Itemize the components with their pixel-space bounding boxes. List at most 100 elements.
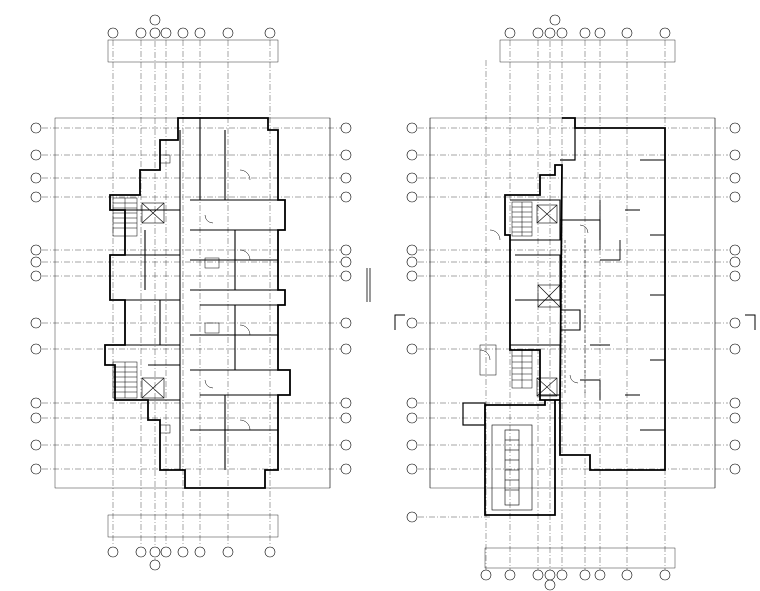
axis-bubble bbox=[504, 569, 516, 581]
axis-bubble bbox=[729, 270, 741, 282]
axis-bubble bbox=[621, 569, 633, 581]
axis-bubble bbox=[149, 27, 161, 39]
right-floor-plan bbox=[429, 39, 716, 569]
right-plan-row-axis-bubbles-left bbox=[406, 122, 418, 523]
axis-bubble bbox=[30, 343, 42, 355]
axis-bubble bbox=[30, 463, 42, 475]
left-plan-row-axis-bubbles-right bbox=[340, 122, 352, 475]
axis-bubble bbox=[30, 122, 42, 134]
axis-bubble bbox=[107, 546, 119, 558]
axis-bubble bbox=[406, 270, 418, 282]
right-plan-column-axis-bubbles-bottom bbox=[480, 569, 671, 591]
axis-bubble bbox=[222, 546, 234, 558]
axis-bubble bbox=[194, 546, 206, 558]
axis-bubble bbox=[594, 27, 606, 39]
axis-bubble bbox=[406, 397, 418, 409]
axis-bubble bbox=[621, 27, 633, 39]
right-plan-row-axis-bubbles-right bbox=[729, 122, 741, 475]
axis-bubble bbox=[30, 256, 42, 268]
axis-bubble bbox=[406, 256, 418, 268]
axis-bubble bbox=[544, 569, 556, 581]
axis-bubble bbox=[340, 397, 352, 409]
left-plan-column-axis-bubbles-top bbox=[107, 14, 276, 39]
axis-bubble bbox=[340, 270, 352, 282]
axis-bubble bbox=[340, 244, 352, 256]
left-floor-plan bbox=[54, 39, 331, 538]
left-plan-column-axis-bubbles-bottom bbox=[107, 546, 276, 571]
drawing-title-mark bbox=[366, 268, 371, 302]
axis-bubble bbox=[222, 27, 234, 39]
axis-bubble bbox=[340, 149, 352, 161]
axis-bubble bbox=[30, 317, 42, 329]
axis-bubble bbox=[340, 317, 352, 329]
axis-bubble bbox=[340, 191, 352, 203]
axis-bubble bbox=[579, 569, 591, 581]
axis-bubble bbox=[406, 172, 418, 184]
axis-bubble bbox=[659, 569, 671, 581]
axis-bubble bbox=[729, 191, 741, 203]
axis-bubble bbox=[729, 149, 741, 161]
axis-bubble bbox=[406, 191, 418, 203]
axis-bubble bbox=[544, 579, 556, 591]
axis-bubble bbox=[406, 511, 418, 523]
axis-bubble bbox=[340, 172, 352, 184]
axis-bubble bbox=[149, 559, 161, 571]
axis-bubble bbox=[549, 14, 561, 26]
axis-bubble bbox=[149, 14, 161, 26]
axis-bubble bbox=[406, 317, 418, 329]
axis-bubble bbox=[340, 463, 352, 475]
axis-bubble bbox=[30, 270, 42, 282]
axis-bubble bbox=[504, 27, 516, 39]
axis-bubble bbox=[340, 122, 352, 134]
axis-bubble bbox=[340, 343, 352, 355]
axis-bubble bbox=[532, 569, 544, 581]
axis-bubble bbox=[135, 27, 147, 39]
axis-bubble bbox=[406, 439, 418, 451]
axis-bubble bbox=[340, 256, 352, 268]
axis-bubble bbox=[135, 546, 147, 558]
axis-bubble bbox=[264, 27, 276, 39]
left-plan-row-axis-bubbles-left bbox=[30, 122, 42, 475]
axis-bubble bbox=[264, 546, 276, 558]
axis-bubble bbox=[594, 569, 606, 581]
axis-bubble bbox=[406, 463, 418, 475]
axis-bubble bbox=[340, 439, 352, 451]
axis-bubble bbox=[729, 412, 741, 424]
axis-bubble bbox=[544, 27, 556, 39]
axis-bubble bbox=[177, 546, 189, 558]
axis-bubble bbox=[579, 27, 591, 39]
axis-bubble bbox=[177, 27, 189, 39]
axis-bubble bbox=[30, 397, 42, 409]
axis-bubble bbox=[406, 412, 418, 424]
axis-bubble bbox=[729, 317, 741, 329]
axis-bubble bbox=[729, 439, 741, 451]
axis-bubble bbox=[729, 122, 741, 134]
axis-bubble bbox=[30, 191, 42, 203]
axis-bubble bbox=[729, 343, 741, 355]
axis-bubble bbox=[30, 149, 42, 161]
axis-bubble bbox=[659, 27, 671, 39]
axis-bubble bbox=[729, 172, 741, 184]
axis-bubble bbox=[30, 412, 42, 424]
axis-bubble bbox=[556, 27, 568, 39]
axis-bubble bbox=[532, 27, 544, 39]
axis-bubble bbox=[30, 439, 42, 451]
axis-bubble bbox=[406, 122, 418, 134]
axis-bubble bbox=[729, 463, 741, 475]
axis-bubble bbox=[30, 244, 42, 256]
axis-bubble bbox=[729, 397, 741, 409]
axis-bubble bbox=[556, 569, 568, 581]
axis-bubble bbox=[406, 244, 418, 256]
axis-bubble bbox=[194, 27, 206, 39]
axis-bubble bbox=[149, 546, 161, 558]
axis-bubble bbox=[480, 569, 492, 581]
axis-bubble bbox=[30, 172, 42, 184]
axis-bubble bbox=[729, 244, 741, 256]
axis-bubble bbox=[406, 343, 418, 355]
axis-bubble bbox=[406, 149, 418, 161]
axis-bubble bbox=[729, 256, 741, 268]
axis-bubble bbox=[340, 412, 352, 424]
right-plan-column-axis-bubbles-top bbox=[504, 14, 671, 39]
axis-bubble bbox=[160, 546, 172, 558]
